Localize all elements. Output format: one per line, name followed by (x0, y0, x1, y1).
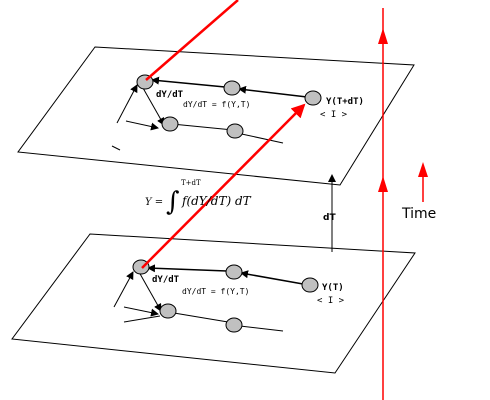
upper-state-label: Y(T+dT) (326, 97, 364, 107)
upper-plane: dY/dT dY/dT = f(Y,T) Y(T+dT) < I > (17, 46, 415, 186)
time-label: Time (401, 206, 436, 222)
upper-node-bottom-left (161, 116, 179, 132)
lower-chain-line-2 (147, 264, 228, 273)
upper-down-arrow (142, 87, 165, 126)
upper-lower-chain-2 (236, 132, 284, 144)
upper-incoming-arrow-2 (111, 145, 121, 151)
upper-node-right (304, 90, 322, 106)
dt-label: dT (323, 213, 336, 223)
upper-left-arrow (125, 120, 159, 131)
upper-incoming-arrow-1 (116, 84, 138, 124)
upper-chain-line-2 (151, 76, 226, 88)
upper-chain-line-1 (238, 85, 308, 98)
integral-lhs: Y = (145, 197, 163, 208)
lower-lower-chain-1 (167, 311, 229, 323)
lower-plane-outline (11, 233, 416, 374)
lower-under-line (123, 315, 161, 323)
lower-left-arrow (123, 306, 159, 317)
lower-chain-line-1 (240, 270, 304, 285)
upper-lower-chain-1 (171, 123, 234, 131)
lower-equation-label: dY/dT = f(Y,T) (182, 287, 249, 296)
lower-node-right (301, 277, 319, 293)
lower-node-middle (225, 264, 243, 280)
lower-node-bottom-left (159, 303, 177, 319)
time-indicator-arrowhead (418, 162, 428, 177)
upper-equation-label: dY/dT = f(Y,T) (183, 100, 250, 109)
lower-node-bottom-right (225, 317, 243, 333)
upper-index-label: < I > (320, 110, 348, 120)
integral-sign: ∫ (166, 187, 180, 217)
time-axis-arrowhead-middle (378, 176, 388, 192)
integral-expression: Y = ∫ T+dT f(dY/dT) dT (145, 179, 252, 217)
upper-node-middle (223, 80, 241, 96)
upper-dydt-label: dY/dT (156, 90, 184, 100)
lower-plane: dY/dT dY/dT = f(Y,T) Y(T) < I > (11, 233, 416, 374)
upper-plane-outline (17, 46, 415, 186)
lower-lower-chain-2 (239, 325, 284, 332)
lower-down-arrow (138, 271, 162, 312)
integral-integrand: f(dY/dT) dT (181, 194, 252, 208)
integral-upper-limit: T+dT (181, 179, 201, 187)
trajectory-connecting-arrow (141, 103, 306, 269)
trajectory-top-segment (145, 0, 239, 81)
lower-incoming-arrow-1 (113, 271, 134, 308)
lower-state-label: Y(T) (322, 283, 344, 293)
upper-node-bottom-right (226, 123, 244, 139)
lower-dydt-label: dY/dT (152, 275, 180, 285)
time-axis-arrowhead-top (378, 28, 388, 44)
lower-index-label: < I > (317, 296, 345, 306)
